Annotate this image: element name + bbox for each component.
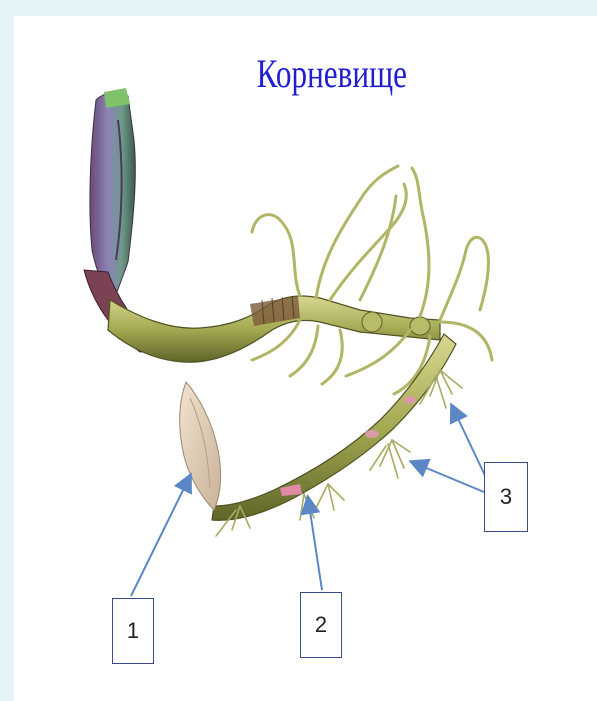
apical-bud	[180, 382, 221, 510]
rhizome-lower-branch	[212, 334, 456, 520]
arrow-1	[131, 476, 190, 596]
label-1: 1	[112, 598, 154, 664]
label-2: 2	[300, 592, 342, 658]
label-3: 3	[484, 462, 528, 532]
arrow-2	[308, 498, 322, 590]
upper-roots	[252, 166, 492, 394]
arrow-3a	[412, 462, 484, 492]
